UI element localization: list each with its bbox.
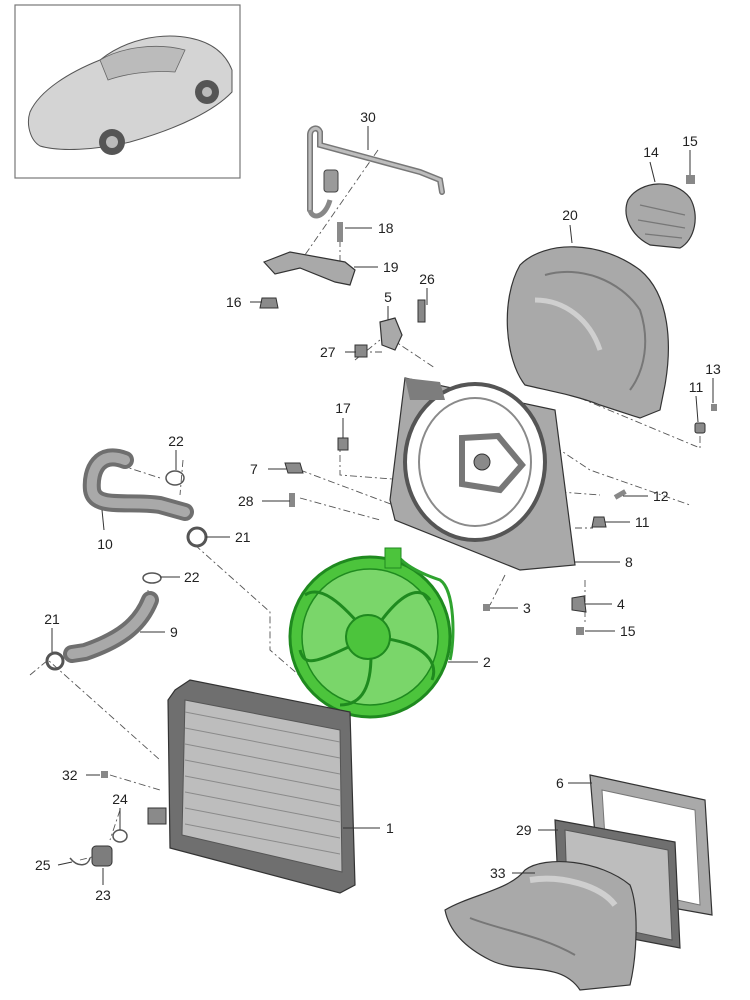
callout-25: 25 bbox=[35, 857, 51, 873]
callout-15-top: 15 bbox=[682, 133, 698, 149]
part-33-air-duct bbox=[444, 860, 637, 991]
callout-2: 2 bbox=[483, 654, 491, 670]
callout-33: 33 bbox=[490, 865, 506, 881]
callout-22-top: 22 bbox=[168, 433, 184, 449]
callout-1: 1 bbox=[386, 820, 394, 836]
callout-28: 28 bbox=[238, 493, 254, 509]
callout-10: 10 bbox=[97, 536, 113, 552]
parts-23-24-25-32 bbox=[69, 771, 128, 867]
part-20-shroud-cover bbox=[506, 246, 669, 419]
callout-4: 4 bbox=[617, 596, 625, 612]
part-2-fan bbox=[288, 547, 455, 719]
callout-7: 7 bbox=[250, 461, 258, 477]
callout-11-top: 11 bbox=[689, 379, 704, 395]
part-30-pipe bbox=[307, 125, 445, 219]
callout-26: 26 bbox=[419, 271, 435, 287]
callout-12: 12 bbox=[653, 488, 669, 504]
part-14-cover bbox=[625, 175, 696, 249]
callout-17: 17 bbox=[335, 400, 351, 416]
callout-29: 29 bbox=[516, 822, 532, 838]
callout-16: 16 bbox=[226, 294, 242, 310]
small-hardware bbox=[284, 404, 717, 635]
callout-14: 14 bbox=[643, 144, 659, 160]
callout-21-left: 21 bbox=[44, 611, 60, 627]
callout-32: 32 bbox=[62, 767, 78, 783]
callout-15-bottom: 15 bbox=[620, 623, 636, 639]
callout-23: 23 bbox=[95, 887, 111, 903]
callout-8: 8 bbox=[625, 554, 633, 570]
callout-11-mid: 11 bbox=[635, 514, 650, 530]
part-1-radiator bbox=[147, 679, 356, 894]
callout-20: 20 bbox=[562, 207, 578, 223]
part-10-hose bbox=[82, 448, 194, 521]
callout-22-mid: 22 bbox=[184, 569, 200, 585]
part-9-hose bbox=[63, 591, 159, 663]
callout-9: 9 bbox=[170, 624, 178, 640]
part-8-fan-frame bbox=[389, 377, 576, 571]
callout-30: 30 bbox=[360, 109, 376, 125]
callout-18: 18 bbox=[378, 220, 394, 236]
part-5-26-27-clips bbox=[354, 299, 426, 358]
callout-27: 27 bbox=[320, 344, 336, 360]
part-19-bracket bbox=[259, 222, 356, 309]
callout-5: 5 bbox=[384, 289, 392, 305]
callout-3: 3 bbox=[523, 600, 531, 616]
callout-19: 19 bbox=[383, 259, 399, 275]
callout-6: 6 bbox=[556, 775, 564, 791]
vehicle-thumbnail bbox=[14, 4, 241, 179]
callout-24: 24 bbox=[112, 791, 128, 807]
callout-21-top: 21 bbox=[235, 529, 251, 545]
callout-labels: 30 18 19 16 26 5 27 17 7 28 14 15 20 13 … bbox=[35, 109, 721, 903]
callout-13: 13 bbox=[705, 361, 721, 377]
leader-lines bbox=[51, 126, 714, 885]
